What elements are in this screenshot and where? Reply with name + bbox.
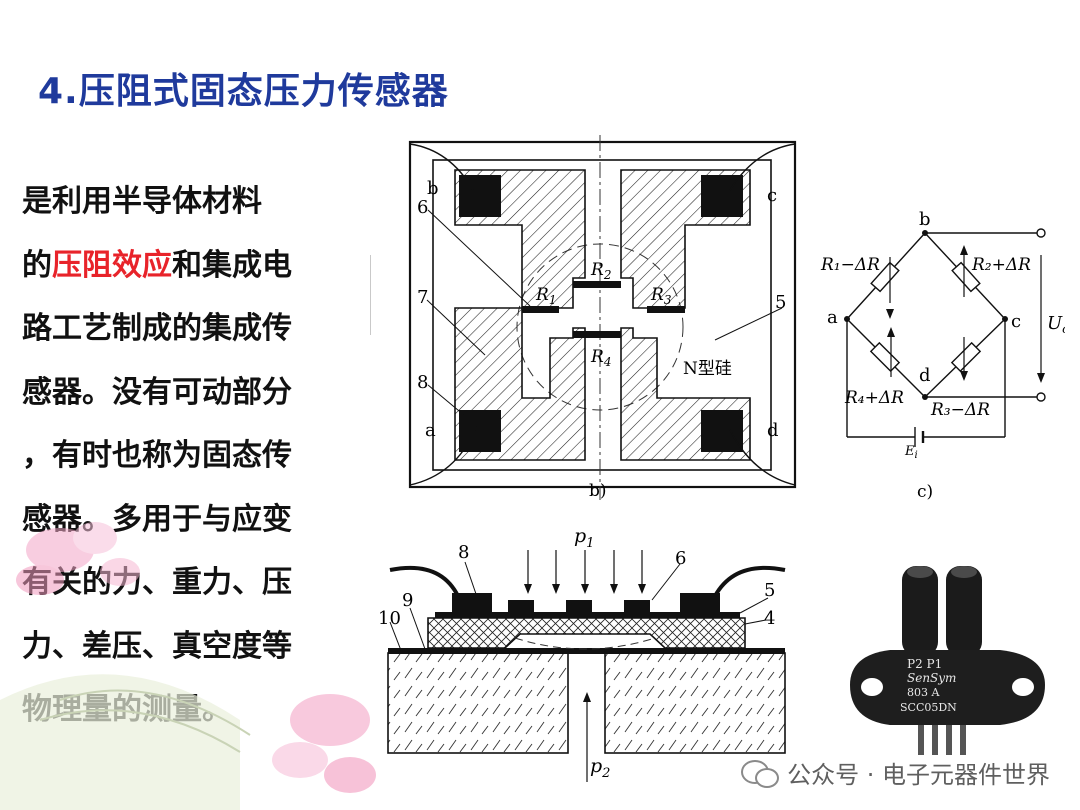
resistor-box-r2 [951, 261, 981, 293]
label-r4: R4 [590, 347, 611, 369]
label-material: N型硅 [683, 359, 732, 379]
book-illustration [0, 522, 376, 810]
label-6-section: 6 [675, 548, 686, 569]
sensor-print-ports: P2 P1 [907, 657, 942, 671]
chip-inner-frame [432, 159, 772, 471]
bond-layer [388, 648, 785, 654]
paragraph-line: 的压阻效应和集成电 [22, 234, 372, 298]
resistor-r1 [522, 306, 559, 313]
caption-c: c) [917, 482, 933, 502]
sensor-print-brand: SenSym [907, 671, 956, 685]
resistor-box-r3 [950, 341, 982, 373]
silicon-chip [427, 617, 746, 649]
label-a: a [425, 420, 436, 441]
label-r4-bridge: R₄+ΔR [844, 388, 904, 408]
paragraph-text: 的 [22, 247, 52, 283]
paragraph-line: 感器。没有可动部分 [22, 361, 372, 425]
label-7: 7 [417, 287, 428, 308]
node-a: a [827, 307, 838, 328]
label-9-section: 9 [402, 590, 413, 611]
sensor-photo: P2 P1 SenSym 803 A SCC05DN [850, 566, 1045, 755]
resistor-r4 [573, 331, 621, 338]
port-p1 [946, 566, 982, 656]
port-p2 [902, 566, 938, 656]
watermark: 公众号 · 电子元器件世界 [741, 755, 1050, 790]
node-b: b [919, 209, 931, 230]
label-r2: R2 [590, 260, 611, 282]
resistor-r3 [647, 306, 685, 313]
paragraph-line: 力、差压、真空度等 [22, 615, 372, 679]
label-c: c [767, 185, 777, 206]
highlight-text: 压阻效应 [52, 247, 172, 283]
label-r3: R3 [650, 285, 672, 307]
pad-b [459, 175, 501, 217]
label-r1-bridge: R₁−ΔR [820, 255, 880, 275]
sensor-print-model: SCC05DN [900, 701, 957, 714]
paragraph-text: ，有时也称为固态传 [22, 438, 292, 473]
label-r3-bridge: R₃−ΔR [930, 400, 990, 420]
label-r2-bridge: R₂+ΔR [971, 255, 1031, 275]
label-6: 6 [417, 197, 428, 218]
label-b: b [427, 178, 439, 199]
paragraph-text: 力、差压、真空度等 [22, 628, 292, 664]
label-ei: Ei [904, 444, 918, 461]
paragraph-line: 路工艺制成的集成传 [22, 297, 372, 361]
sensor-body [850, 650, 1045, 725]
pad-d [701, 410, 743, 452]
sensor-print-code: 803 A [907, 686, 940, 699]
base-left [387, 652, 569, 754]
resistor-box-r4 [869, 341, 901, 373]
label-4-section: 4 [764, 608, 775, 629]
wechat-icon [741, 758, 780, 788]
bridge-circuit-diagram: b a c d R₁−ΔR R₂+ΔR R₄+ΔR R₃−ΔR Uo Ei c) [820, 209, 1065, 502]
top-layer [435, 612, 740, 618]
label-5-section: 5 [764, 580, 775, 601]
node-c: c [1011, 311, 1021, 332]
resistor-r2 [573, 281, 621, 288]
cross-section-diagram: 8 6 5 4 9 10 p1 p2 [380, 525, 786, 782]
divider-line [370, 255, 371, 335]
node-d: d [919, 365, 931, 386]
paragraph-line: 是利用半导体材料 [22, 170, 372, 234]
watermark-text: 公众号 · 电子元器件世界 [787, 761, 1050, 789]
page-title: 4.压阻式固态压力传感器 [38, 71, 449, 112]
paragraph-line: ，有时也称为固态传 [22, 424, 372, 488]
base-right [604, 652, 786, 754]
label-10-section: 10 [380, 608, 401, 629]
chip-layout-diagram: b c a d 6 7 8 5 R1 R2 R3 R4 N型硅 b) [408, 135, 797, 501]
paragraph-text: 感器。没有可动部分 [22, 374, 292, 410]
label-8-section: 8 [458, 542, 469, 563]
paragraph-text: 是利用半导体材料 [22, 184, 262, 219]
label-p1: p1 [574, 525, 594, 551]
chip-outer-frame [408, 140, 797, 489]
label-r1: R1 [535, 285, 556, 307]
label-p2: p2 [590, 755, 610, 781]
label-5: 5 [775, 292, 786, 313]
label-d: d [767, 420, 779, 441]
caption-b: b) [589, 481, 607, 501]
label-uo: Uo [1047, 313, 1065, 336]
label-8: 8 [417, 372, 428, 393]
paragraph-text: 和集成电 [172, 247, 292, 283]
paragraph-text: 路工艺制成的集成传 [22, 311, 292, 346]
